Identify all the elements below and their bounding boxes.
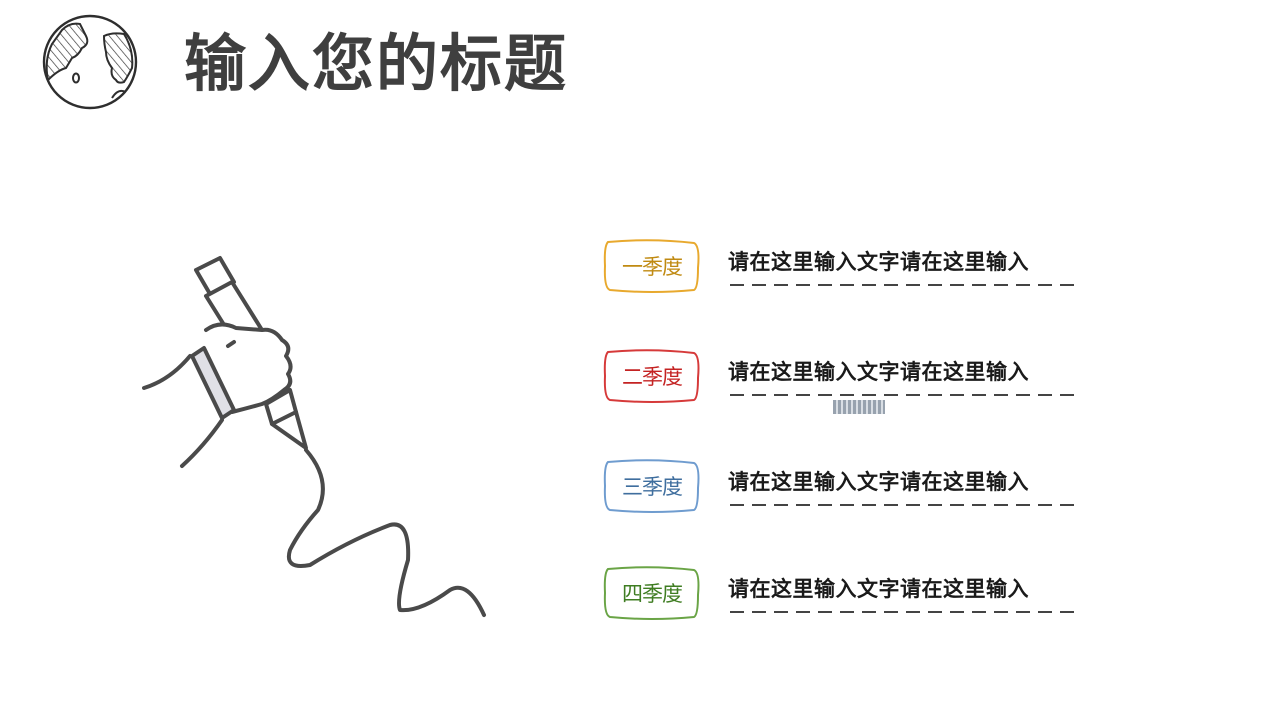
- dashed-divider: [730, 284, 1076, 286]
- globe-icon: [40, 10, 140, 114]
- quarter-label: 二季度: [622, 365, 683, 389]
- quarter-badge: 三季度: [602, 458, 702, 514]
- quarter-label: 三季度: [622, 475, 683, 499]
- dashed-divider: [730, 394, 1076, 396]
- row-text[interactable]: 请在这里输入文字请在这里输入: [728, 249, 1029, 274]
- dashed-divider: [730, 504, 1076, 506]
- list-item-q1: 一季度 请在这里输入文字请在这里输入: [602, 238, 1082, 298]
- row-text[interactable]: 请在这里输入文字请在这里输入: [728, 469, 1029, 494]
- watermark-artifact: [833, 400, 885, 414]
- list-item-q2: 二季度 请在这里输入文字请在这里输入: [602, 348, 1082, 408]
- quarter-badge: 一季度: [602, 238, 702, 294]
- dashed-divider: [730, 611, 1076, 613]
- hand-holding-pen-icon: [135, 250, 495, 630]
- page-title: 输入您的标题: [184, 27, 569, 100]
- list-item-q3: 三季度 请在这里输入文字请在这里输入: [602, 458, 1082, 518]
- list-item-q4: 四季度 请在这里输入文字请在这里输入: [602, 565, 1082, 625]
- quarter-label: 一季度: [622, 255, 683, 279]
- quarter-label: 四季度: [622, 582, 683, 606]
- row-text[interactable]: 请在这里输入文字请在这里输入: [728, 576, 1029, 601]
- quarter-badge: 四季度: [602, 565, 702, 621]
- row-text[interactable]: 请在这里输入文字请在这里输入: [728, 359, 1029, 384]
- quarter-badge: 二季度: [602, 348, 702, 404]
